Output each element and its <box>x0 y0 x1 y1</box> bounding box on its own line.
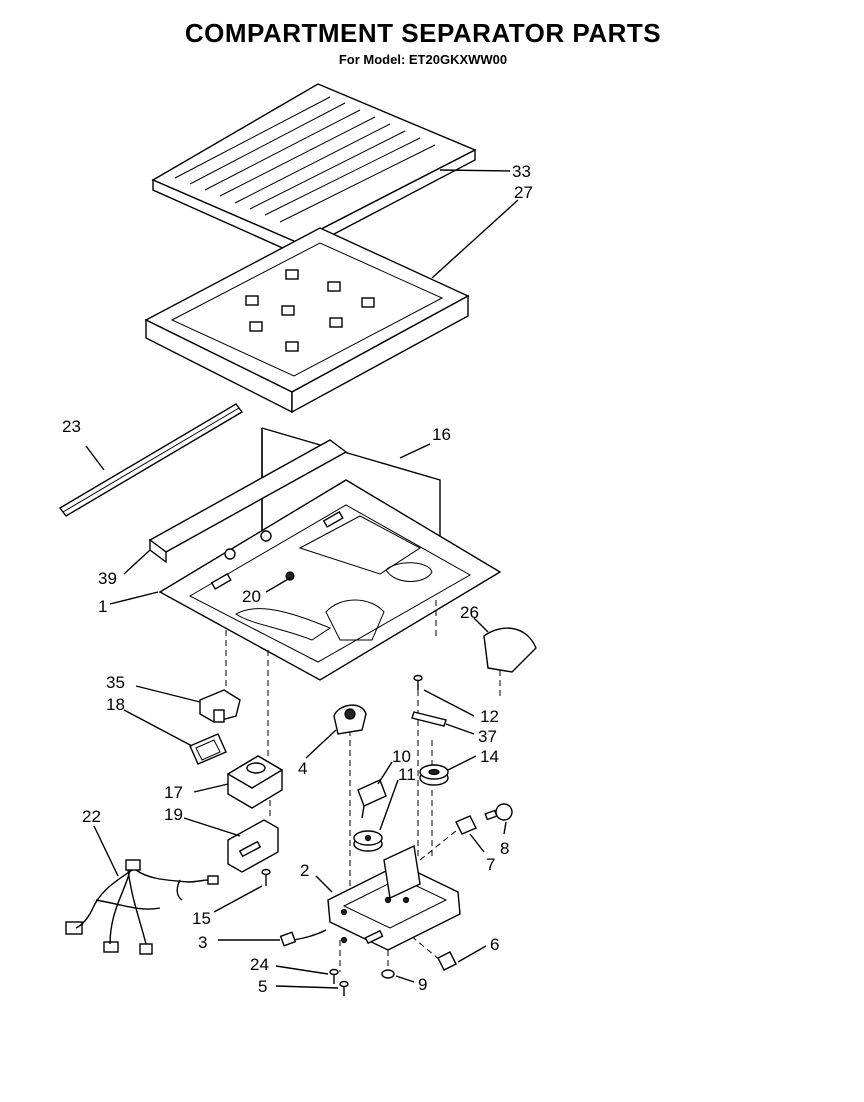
callout-33: 33 <box>512 162 531 181</box>
part-33-shelf-grille <box>151 83 477 256</box>
part-27-separator-frame <box>144 227 470 414</box>
callout-2: 2 <box>300 861 309 880</box>
callout-1: 1 <box>98 597 107 616</box>
part-39-rear-rail <box>148 439 348 564</box>
page-title: COMPARTMENT SEPARATOR PARTS <box>184 18 662 48</box>
callout-23: 23 <box>62 417 81 436</box>
callout-labels: 33 27 23 16 39 20 1 26 35 18 12 37 4 10 … <box>62 162 533 996</box>
callout-12: 12 <box>480 707 499 726</box>
part-7-lamp-socket <box>455 815 477 835</box>
callout-20: 20 <box>242 587 261 606</box>
callout-15: 15 <box>192 909 211 928</box>
callout-18: 18 <box>106 695 125 714</box>
callout-9: 9 <box>418 975 427 994</box>
part-3-switch <box>279 929 327 947</box>
callout-19: 19 <box>164 805 183 824</box>
part-23-trim-strip <box>58 403 244 517</box>
callout-39: 39 <box>98 569 117 588</box>
part-22-wire-harness <box>65 859 219 955</box>
part-6-connector <box>437 951 457 971</box>
part-37-clip <box>411 711 447 727</box>
callout-5: 5 <box>258 977 267 996</box>
callout-3: 3 <box>198 933 207 952</box>
part-19-bracket <box>227 819 279 873</box>
part-8-light-bulb <box>484 803 513 821</box>
callout-16: 16 <box>432 425 451 444</box>
callout-22: 22 <box>82 807 101 826</box>
callout-35: 35 <box>106 673 125 692</box>
part-35-damper-knob <box>199 689 241 723</box>
callout-leaders <box>85 169 519 989</box>
callout-14: 14 <box>480 747 499 766</box>
callout-37: 37 <box>478 727 497 746</box>
part-11-knob <box>353 830 383 852</box>
part-26-air-duct <box>483 627 537 673</box>
part-4-damper-control <box>333 704 367 735</box>
part-12-screw <box>413 674 423 690</box>
callout-24: 24 <box>250 955 269 974</box>
part-14-fan-motor <box>419 764 449 786</box>
part-17-control-housing <box>226 755 284 809</box>
part-5-screw <box>339 980 349 996</box>
callout-11: 11 <box>398 765 416 784</box>
part-18-bezel <box>189 733 227 765</box>
callout-4: 4 <box>298 759 307 778</box>
callout-10: 10 <box>392 747 411 766</box>
part-1-separator-pan <box>158 479 502 681</box>
part-24-screw <box>329 968 339 984</box>
part-10-thermostat <box>357 779 387 819</box>
part-2-control-bracket <box>327 844 461 951</box>
part-9-grommet <box>381 969 395 979</box>
part-15-screw <box>261 868 271 886</box>
callout-6: 6 <box>490 935 499 954</box>
callout-7: 7 <box>486 855 495 874</box>
callout-27: 27 <box>514 183 533 202</box>
callout-17: 17 <box>164 783 183 802</box>
callout-8: 8 <box>500 839 509 858</box>
model-subtitle: For Model: ET20GKXWW00 <box>338 52 508 67</box>
callout-26: 26 <box>460 603 479 622</box>
